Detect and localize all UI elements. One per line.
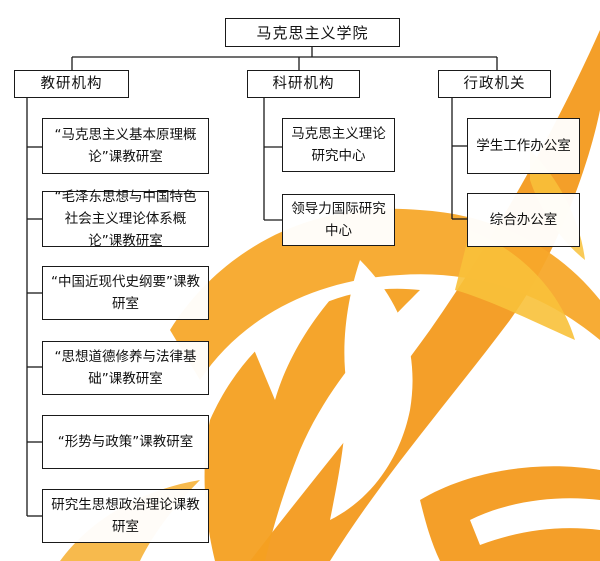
branch-admin-label: 行政机关 [463,76,526,92]
teaching-office-6-label: 研究生思想政治理论课教研室 [51,497,200,535]
teaching-office-4-label: “思想道德修养与法律基础”课教研室 [54,349,197,387]
teaching-office-5: “形势与政策”课教研室 [42,415,209,469]
teaching-office-2: “毛泽东思想与中国特色社会主义理论体系概论”课教研室 [42,189,209,249]
admin-office-2: 综合办公室 [467,193,580,247]
branch-teaching: 教研机构 [14,70,129,98]
research-center-1: 马克思主义理论研究中心 [282,118,395,172]
teaching-office-3: “中国近现代史纲要”课教研室 [42,266,209,320]
branch-research-label: 科研机构 [272,76,335,92]
teaching-office-4: “思想道德修养与法律基础”课教研室 [42,341,209,395]
admin-office-1: 学生工作办公室 [467,118,580,174]
admin-office-1-label: 学生工作办公室 [476,138,571,154]
root-node: 马克思主义学院 [225,18,400,47]
research-center-2: 领导力国际研究中心 [282,194,395,246]
root-node-label: 马克思主义学院 [256,23,369,42]
branch-teaching-label: 教研机构 [40,76,103,92]
teaching-office-2-label: “毛泽东思想与中国特色社会主义理论体系概论”课教研室 [54,189,197,249]
branch-research: 科研机构 [247,70,360,98]
teaching-office-1-label: “马克思主义基本原理概论”课教研室 [54,127,197,165]
branch-admin: 行政机关 [438,70,551,98]
teaching-office-1: “马克思主义基本原理概论”课教研室 [42,118,209,174]
teaching-office-5-label: “形势与政策”课教研室 [57,434,194,450]
teaching-office-6: 研究生思想政治理论课教研室 [42,489,209,543]
research-center-1-label: 马克思主义理论研究中心 [291,126,386,164]
teaching-office-3-label: “中国近现代史纲要”课教研室 [51,274,200,312]
research-center-2-label: 领导力国际研究中心 [291,201,386,239]
admin-office-2-label: 综合办公室 [489,212,558,228]
